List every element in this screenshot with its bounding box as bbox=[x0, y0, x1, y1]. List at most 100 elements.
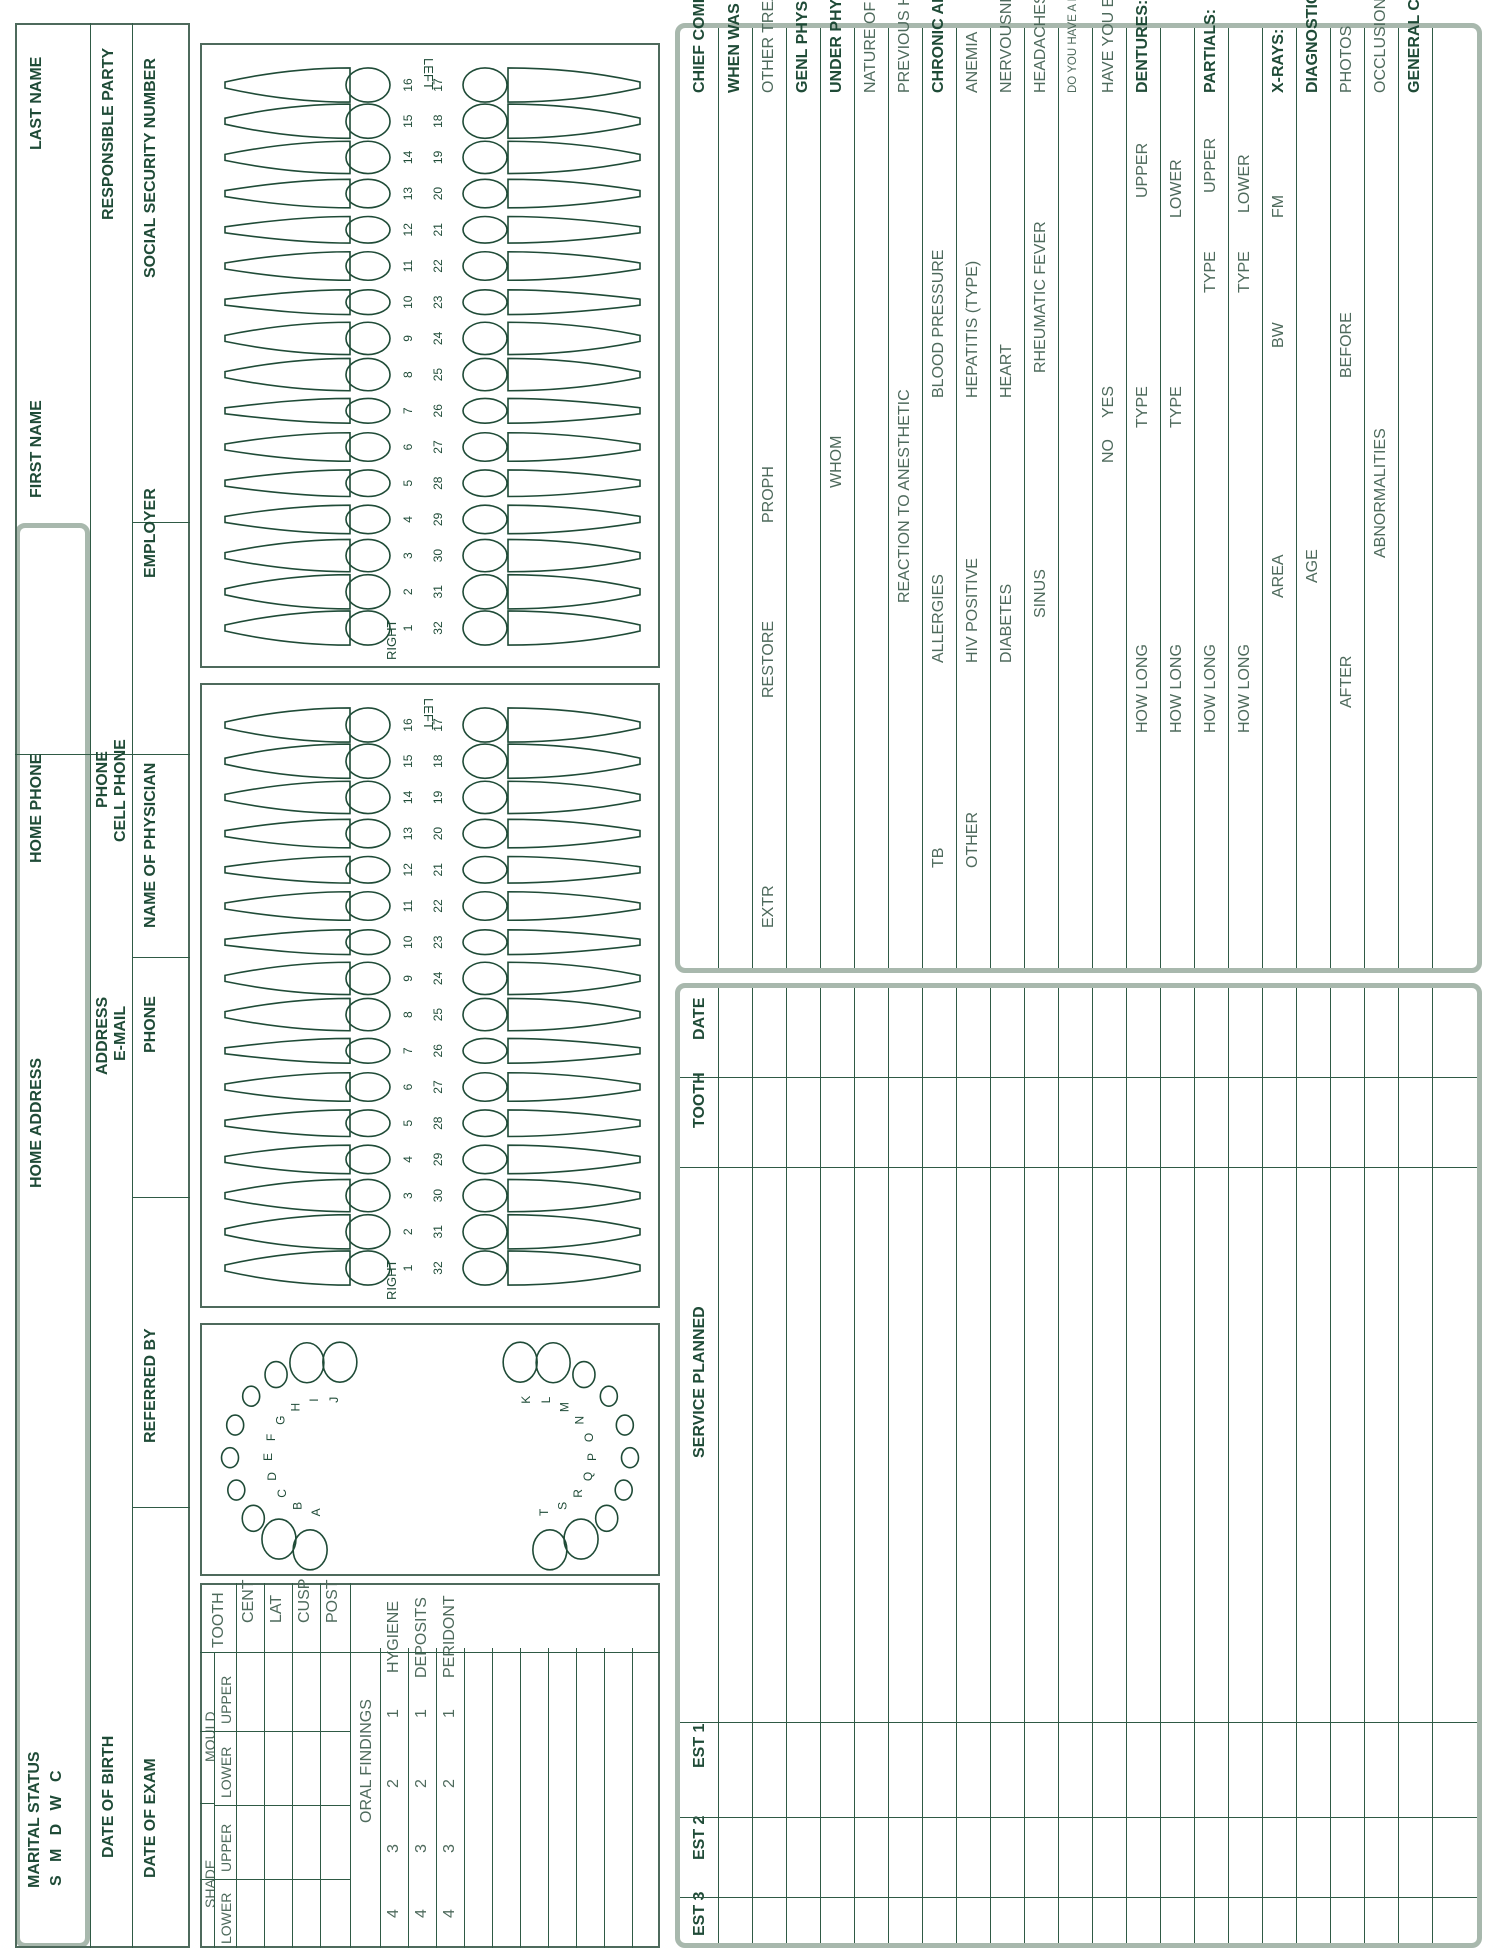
services-row-rule bbox=[786, 988, 787, 1943]
partials-lower-type: TYPE bbox=[1236, 251, 1253, 293]
lower-tooth-outline bbox=[507, 1144, 641, 1175]
upper-tooth-outline bbox=[224, 1213, 351, 1250]
services-row-rule bbox=[922, 988, 923, 1943]
lower-tooth-number: 24 bbox=[431, 331, 445, 345]
upper-tooth-outline bbox=[224, 997, 351, 1032]
upper-tooth-outline bbox=[224, 250, 351, 282]
row-post: POST bbox=[324, 1579, 341, 1623]
header-info-box bbox=[15, 23, 190, 1948]
lower-occlusal-outline bbox=[462, 103, 508, 140]
history-rule bbox=[718, 28, 719, 968]
chart-right-label: RIGHT bbox=[384, 1260, 399, 1301]
upper-tooth-number: 1 bbox=[401, 1264, 415, 1271]
hiv-label: HIV POSITIVE bbox=[964, 558, 981, 663]
row-cusp: CUSP bbox=[296, 1578, 313, 1623]
lower-occlusal-outline bbox=[462, 929, 508, 956]
history-rule bbox=[956, 28, 957, 968]
lower-tooth-outline bbox=[507, 103, 641, 140]
lower-occlusal-outline bbox=[462, 890, 508, 922]
table-rule bbox=[200, 1879, 350, 1880]
history-rule bbox=[990, 28, 991, 968]
upper-tooth-outline bbox=[224, 178, 351, 209]
upper-occlusal-outline bbox=[345, 1144, 391, 1175]
abnormalities-label: ABNORMALITIES bbox=[1372, 428, 1389, 558]
table-rule bbox=[604, 1648, 605, 1948]
upper-occlusal-outline bbox=[345, 321, 391, 356]
peridont-1: 1 bbox=[441, 1709, 458, 1718]
history-rule bbox=[786, 28, 787, 968]
lower-tooth-outline bbox=[507, 818, 641, 849]
upper-tooth-number: 8 bbox=[401, 1011, 415, 1018]
mould-lower-label: LOWER bbox=[218, 1746, 234, 1798]
lower-tooth-outline bbox=[507, 321, 641, 356]
history-rule bbox=[1092, 28, 1093, 968]
primary-tooth-letter: K bbox=[519, 1396, 533, 1404]
primary-tooth-outline bbox=[594, 1504, 619, 1533]
services-service-header: SERVICE PLANNED bbox=[691, 1306, 708, 1458]
lower-tooth-outline bbox=[507, 961, 641, 996]
upper-tooth-outline bbox=[224, 1144, 351, 1175]
nervousness-label: NERVOUSNESS bbox=[998, 0, 1015, 93]
upper-tooth-outline bbox=[224, 67, 351, 103]
lower-tooth-number: 26 bbox=[431, 1044, 445, 1058]
services-est1-header: EST 1 bbox=[691, 1723, 708, 1768]
lower-tooth-outline bbox=[507, 743, 641, 780]
lower-tooth-outline bbox=[507, 504, 641, 535]
lower-occlusal-outline bbox=[462, 538, 508, 573]
xrays-label: X-RAYS: bbox=[1270, 28, 1287, 93]
primary-tooth-letter: M bbox=[557, 1402, 571, 1412]
lower-tooth-outline bbox=[507, 1109, 641, 1138]
upper-tooth-number: 9 bbox=[401, 335, 415, 342]
upper-tooth-number: 10 bbox=[401, 935, 415, 949]
heart-label: HEART bbox=[998, 344, 1015, 398]
fenphen-no: NO bbox=[1100, 439, 1117, 463]
history-rule bbox=[1432, 28, 1433, 968]
upper-tooth-number: 3 bbox=[401, 1192, 415, 1199]
services-est3-header: EST 3 bbox=[691, 1891, 708, 1936]
upper-occlusal-outline bbox=[345, 1250, 391, 1286]
shade-label: SHADE bbox=[202, 1859, 218, 1908]
cell-phone-label: CELL PHONE bbox=[112, 739, 129, 842]
lower-tooth-outline bbox=[507, 997, 641, 1032]
upper-tooth-outline bbox=[224, 961, 351, 996]
lower-tooth-outline bbox=[507, 431, 641, 463]
table-rule bbox=[492, 1648, 493, 1948]
lower-tooth-outline bbox=[507, 469, 641, 498]
table-rule bbox=[548, 1648, 549, 1948]
lower-tooth-outline bbox=[507, 780, 641, 815]
lower-tooth-number: 21 bbox=[431, 223, 445, 237]
shade-lower-label: LOWER bbox=[218, 1892, 234, 1944]
upper-occlusal-outline bbox=[345, 780, 391, 815]
upper-tooth-number: 1 bbox=[401, 624, 415, 631]
table-rule bbox=[236, 1583, 237, 1948]
deposits-4: 4 bbox=[413, 1909, 430, 1918]
upper-tooth-number: 5 bbox=[401, 1120, 415, 1127]
partials-upper-type: TYPE bbox=[1202, 251, 1219, 293]
primary-tooth-letter: L bbox=[539, 1396, 553, 1403]
upper-tooth-number: 4 bbox=[401, 516, 415, 523]
lower-tooth-number: 23 bbox=[431, 935, 445, 949]
services-col-rule bbox=[680, 1897, 1477, 1898]
upper-occlusal-outline bbox=[345, 1071, 391, 1103]
services-col-rule bbox=[680, 1817, 1477, 1818]
services-row-rule bbox=[956, 988, 957, 1943]
restore-label: RESTORE bbox=[760, 620, 777, 698]
primary-tooth-letter: D bbox=[265, 1472, 279, 1481]
extr-label: EXTR bbox=[760, 885, 777, 928]
upper-occlusal-outline bbox=[345, 538, 391, 573]
history-rule bbox=[922, 28, 923, 968]
marital-options: S M D W C bbox=[48, 1770, 65, 1886]
upper-tooth-outline bbox=[224, 1178, 351, 1213]
dentures-lower-howlong: HOW LONG bbox=[1168, 644, 1185, 733]
upper-tooth-number: 13 bbox=[401, 187, 415, 201]
services-row-rule bbox=[1364, 988, 1365, 1943]
phone-label: PHONE bbox=[94, 751, 111, 808]
upper-tooth-number: 16 bbox=[401, 78, 415, 92]
upper-tooth-outline bbox=[224, 538, 351, 573]
upper-tooth-number: 14 bbox=[401, 150, 415, 164]
upper-tooth-outline bbox=[224, 215, 351, 244]
lower-tooth-outline bbox=[507, 289, 641, 316]
primary-tooth-letter: G bbox=[274, 1415, 288, 1424]
